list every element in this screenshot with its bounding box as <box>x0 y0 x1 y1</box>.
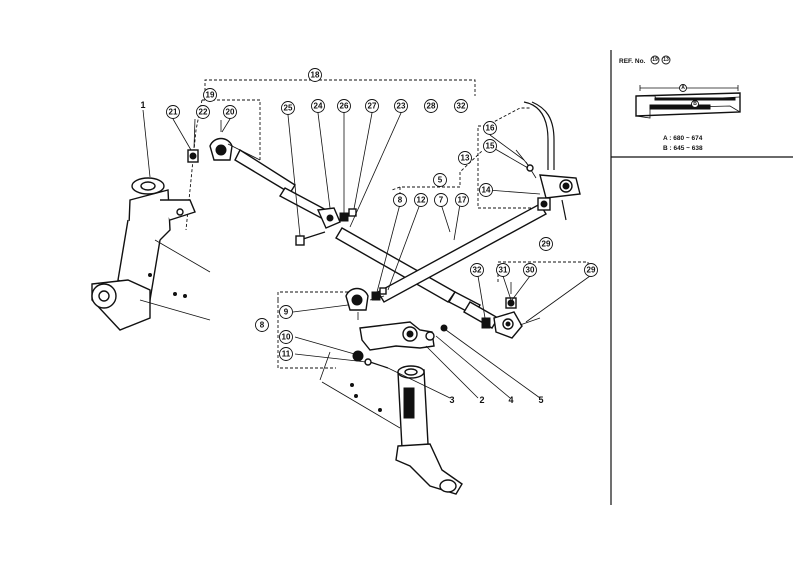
svg-text:29: 29 <box>587 266 596 275</box>
svg-text:A: A <box>681 85 685 91</box>
svg-text:28: 28 <box>427 102 436 111</box>
svg-text:8: 8 <box>398 196 403 205</box>
group-bracket-8 <box>277 291 354 369</box>
svg-text:13: 13 <box>663 57 669 63</box>
callout-22: 22 <box>196 105 210 119</box>
center-drag-link-end <box>345 287 387 320</box>
callout-17: 17 <box>455 193 469 207</box>
svg-text:30: 30 <box>526 266 535 275</box>
bolt-25 <box>295 231 326 246</box>
callout-11: 11 <box>279 347 293 361</box>
svg-text:9: 9 <box>284 308 289 317</box>
callout-15: 15 <box>483 139 497 153</box>
inset-ref-num-2: 13 <box>661 55 671 65</box>
callout-29: 29 <box>539 237 553 251</box>
inset-spec-b: B : 645 ~ 638 <box>663 145 703 152</box>
callout-20: 20 <box>223 105 237 119</box>
callout-32: 32 <box>454 99 468 113</box>
inset-dim-b: B <box>691 100 699 108</box>
callout-10: 10 <box>279 330 293 344</box>
svg-text:31: 31 <box>499 266 508 275</box>
callout-9: 9 <box>279 305 293 319</box>
inset-reference: REF. No. 19 13 A B A : 680 <box>619 55 741 152</box>
svg-text:19: 19 <box>206 91 215 100</box>
leader-lines <box>172 112 591 399</box>
callout-27: 27 <box>365 99 379 113</box>
svg-text:8: 8 <box>260 321 265 330</box>
callout-19: 19 <box>203 88 217 102</box>
svg-text:27: 27 <box>368 102 377 111</box>
callout-5: 5 <box>433 173 447 187</box>
svg-text:21: 21 <box>169 108 178 117</box>
svg-text:11: 11 <box>282 350 291 359</box>
callout-21: 21 <box>166 105 180 119</box>
right-tie-rod-end <box>481 282 541 339</box>
inset-ref-num-1: 19 <box>650 55 660 65</box>
callout-32: 32 <box>470 263 484 277</box>
callout-7: 7 <box>434 193 448 207</box>
left-tie-rod-end <box>187 120 261 163</box>
lower-steering-arm <box>319 321 448 429</box>
callout-23: 23 <box>394 99 408 113</box>
callout-24: 24 <box>311 99 325 113</box>
tie-rod-clamp-24 <box>316 207 357 229</box>
group-bracket-18 <box>204 79 476 96</box>
svg-text:24: 24 <box>314 102 323 111</box>
lower-kingpin-housing <box>395 365 463 495</box>
tie-rod-tube <box>234 148 499 329</box>
svg-text:10: 10 <box>282 333 291 342</box>
callout-8: 8 <box>393 193 407 207</box>
svg-text:14: 14 <box>482 186 491 195</box>
callout-25: 25 <box>281 101 295 115</box>
svg-text:16: 16 <box>486 124 495 133</box>
svg-text:20: 20 <box>226 108 235 117</box>
part-label-2: 2 <box>479 395 484 405</box>
svg-text:17: 17 <box>458 196 467 205</box>
part-label-3: 3 <box>449 395 454 405</box>
group-bracket-13 <box>477 107 540 209</box>
callout-13: 13 <box>458 151 472 165</box>
callout-group: 18 19 21 22 20 25 24 26 27 23 28 32 16 15 13 14 5 8 12 7 17 2… <box>166 68 598 361</box>
svg-text:18: 18 <box>311 71 320 80</box>
callout-18: 18 <box>308 68 322 82</box>
callout-12: 12 <box>414 193 428 207</box>
callout-28: 28 <box>424 99 438 113</box>
svg-text:19: 19 <box>652 57 658 63</box>
svg-text:29: 29 <box>542 240 551 249</box>
svg-text:15: 15 <box>486 142 495 151</box>
svg-text:13: 13 <box>461 154 470 163</box>
leader-1 <box>142 109 151 178</box>
callout-30: 30 <box>523 263 537 277</box>
callout-16: 16 <box>483 121 497 135</box>
inset-dim-a: A <box>679 84 687 92</box>
svg-text:25: 25 <box>284 104 293 113</box>
callout-26: 26 <box>337 99 351 113</box>
group-bracket-5 <box>391 149 484 195</box>
svg-text:12: 12 <box>417 196 426 205</box>
part-label-4: 4 <box>508 395 513 405</box>
svg-text:5: 5 <box>438 176 443 185</box>
callout-14: 14 <box>479 183 493 197</box>
svg-text:23: 23 <box>397 102 406 111</box>
svg-text:22: 22 <box>199 108 208 117</box>
callout-31: 31 <box>496 263 510 277</box>
inset-ref-text: REF. No. <box>619 58 646 65</box>
svg-text:32: 32 <box>473 266 482 275</box>
callout-8: 8 <box>255 318 269 332</box>
inset-spec-a: A : 680 ~ 674 <box>663 135 703 142</box>
left-steering-knuckle <box>91 177 211 331</box>
part-label-5: 5 <box>538 395 543 405</box>
part-label-1: 1 <box>140 100 145 110</box>
right-upper-arm <box>515 101 581 221</box>
inset-tie-rod <box>635 85 741 119</box>
svg-text:7: 7 <box>439 196 444 205</box>
group-bracket-29 <box>497 261 589 282</box>
svg-text:26: 26 <box>340 102 349 111</box>
svg-text:32: 32 <box>457 102 466 111</box>
svg-text:B: B <box>693 101 697 107</box>
callout-29: 29 <box>584 263 598 277</box>
